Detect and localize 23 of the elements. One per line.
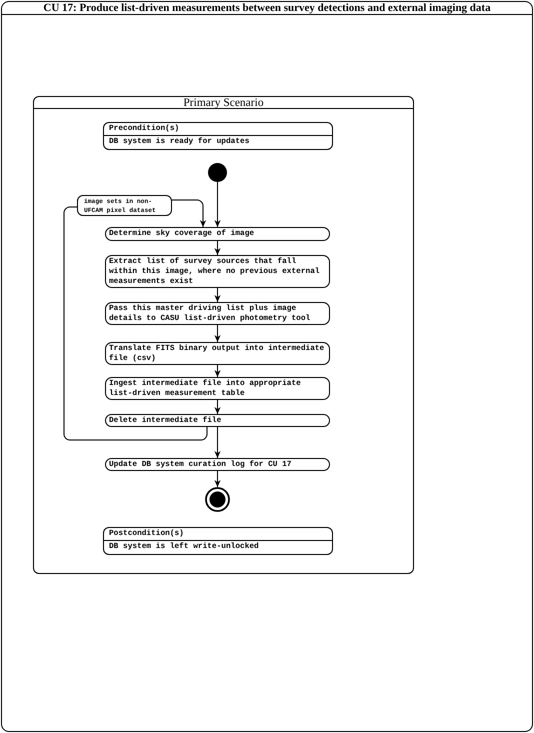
flow-arrow [172,200,206,228]
flow-arrow [214,470,221,488]
precondition-box [103,122,333,150]
flow-arrow [214,240,221,256]
flow-arrow [214,324,221,342]
action-box [105,414,330,427]
flow-arrow [214,400,221,414]
scenario-frame [33,96,414,574]
action-box [105,302,330,325]
postcondition-box [103,527,333,555]
guard-note [77,195,172,216]
action-box [105,342,330,365]
final-state-icon [205,487,230,512]
action-box [105,377,330,400]
flow-arrow [214,364,221,378]
flow-arrow [214,182,221,228]
flow-arrow [214,426,221,458]
action-box [105,458,330,471]
action-box [105,227,330,241]
flow-arrow [214,288,221,302]
initial-state-icon [208,163,227,182]
frame-title: CU 17: Produce list-driven measurements between survey detections and external imaging data [43,2,491,15]
scenario-title: Primary Scenario [183,97,264,109]
